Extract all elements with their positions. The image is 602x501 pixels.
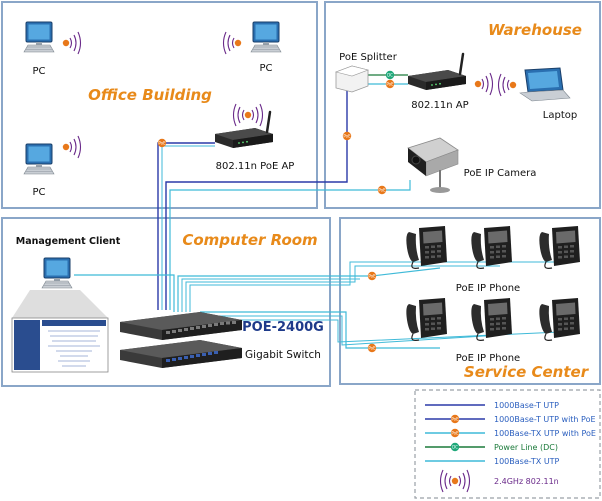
- warehouse-zone-title: Warehouse: [488, 21, 582, 39]
- warehouse-zone-box: [324, 1, 601, 209]
- poe-badge-icon: [367, 271, 377, 281]
- computer-room-zone-title: Computer Room: [182, 231, 317, 249]
- legend: 1000Base-T UTP 1000Base-T UTP with PoE 1…: [425, 401, 596, 493]
- poe-badge-icon: [377, 185, 387, 195]
- legend-item-fast: 100Base-TX UTP: [425, 457, 560, 466]
- switch-model: POE-2400G: [242, 320, 324, 335]
- pc-icon: [250, 21, 282, 53]
- office-pc-2: PC: [222, 21, 282, 74]
- svg-text:2.4GHz 802.11n: 2.4GHz 802.11n: [494, 477, 559, 486]
- poe-splitter: PoE Splitter: [334, 52, 398, 93]
- office-ap: 802.11n PoE AP: [213, 103, 295, 172]
- laptop-label: Laptop: [543, 110, 577, 121]
- pc-icon: [23, 21, 55, 53]
- poe-badge-icon: [367, 343, 377, 353]
- pc-label: PC: [259, 63, 272, 74]
- poe-badge-icon: [342, 131, 352, 141]
- office-pc-3: PC: [23, 135, 82, 198]
- mgmt-client-label: Management Client: [16, 236, 121, 247]
- phone-label: PoE IP Phone: [456, 353, 520, 364]
- office-ap-label: 802.11n PoE AP: [216, 161, 295, 172]
- legend-item-gigabit-poe: 1000Base-T UTP with PoE: [425, 414, 596, 424]
- line-phones-bottom: [200, 311, 440, 349]
- camera-label: PoE IP Camera: [464, 168, 537, 179]
- svg-text:Power Line (DC): Power Line (DC): [494, 443, 558, 452]
- ip-phone-row-bottom: PoE IP Phone: [405, 297, 581, 364]
- pc-icon: [23, 143, 55, 175]
- warehouse-ap: 802.11n AP: [406, 52, 494, 111]
- legend-box: [414, 389, 601, 499]
- phone-label: PoE IP Phone: [456, 283, 520, 294]
- office-zone-title: Office Building: [88, 86, 212, 104]
- warehouse-ap-label: 802.11n AP: [411, 100, 468, 111]
- dc-badge-icon: [385, 70, 395, 80]
- splitter-label: PoE Splitter: [339, 52, 398, 63]
- pc-icon: [41, 257, 73, 289]
- legend-item-gigabit: 1000Base-T UTP: [425, 401, 559, 410]
- pc-label: PC: [32, 66, 45, 77]
- line-camera: [169, 180, 411, 310]
- switch-type: Gigabit Switch: [245, 349, 321, 361]
- poe-switch: POE-2400G Gigabit Switch: [120, 312, 324, 368]
- ip-phone-row-top: PoE IP Phone: [405, 225, 581, 294]
- legend-item-fast-poe: 100Base-TX UTP with PoE: [425, 428, 596, 438]
- line-phones-top: [177, 267, 441, 312]
- management-client: [11, 257, 109, 373]
- office-pc-1: PC: [23, 21, 82, 77]
- service-center-zone-title: Service Center: [464, 363, 590, 381]
- line-mgmt: [74, 274, 175, 312]
- laptop: Laptop: [497, 67, 577, 121]
- legend-item-dc: Power Line (DC): [425, 442, 558, 452]
- legend-item-wifi: 2.4GHz 802.11n: [439, 469, 559, 493]
- svg-text:1000Base-T UTP with PoE: 1000Base-T UTP with PoE: [494, 415, 596, 424]
- svg-text:100Base-TX UTP: 100Base-TX UTP: [494, 457, 560, 466]
- ip-camera: PoE IP Camera: [407, 137, 537, 193]
- poe-badge-icon: [157, 138, 167, 148]
- poe-badge-icon: [385, 79, 395, 89]
- svg-text:100Base-TX UTP with PoE: 100Base-TX UTP with PoE: [494, 429, 596, 438]
- svg-text:1000Base-T UTP: 1000Base-T UTP: [494, 401, 559, 410]
- pc-label: PC: [32, 187, 45, 198]
